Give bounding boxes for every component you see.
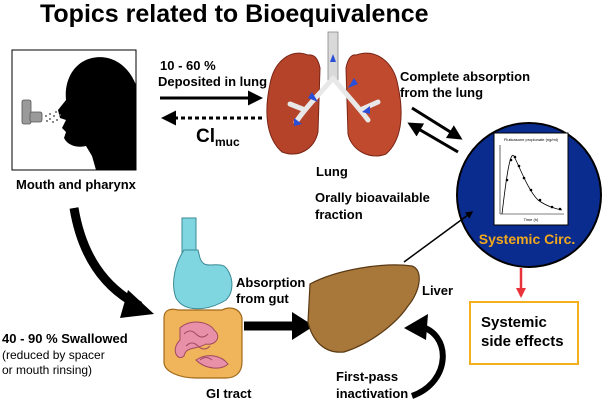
mouth-label: Mouth and pharynx	[16, 177, 137, 192]
liver-shape	[307, 264, 420, 353]
lung-deposit-label: Deposited in lung	[158, 74, 267, 89]
plot-title: Fluticasone propionate (ng/ml)	[504, 137, 559, 142]
lung-absorption-line2: from the lung	[400, 85, 483, 100]
lungs-illustration	[266, 31, 402, 157]
gut-absorption-line1: Absorption	[236, 275, 305, 290]
inhaler-icon	[21, 99, 43, 125]
first-pass-line2: inactivation	[336, 386, 408, 401]
intestine-loops	[183, 330, 213, 361]
first-pass-arrow	[410, 323, 446, 399]
clearance-label: Clmuc	[196, 126, 240, 149]
first-pass-arrow-head	[404, 314, 428, 340]
swallowed-note-line2: or mouth rinsing)	[2, 363, 92, 377]
clearance-subscript: muc	[215, 135, 240, 149]
lung-label: Lung	[316, 164, 348, 179]
absorption-arrow-to-lung	[407, 122, 459, 154]
oral-fraction-line1: Orally bioavailable	[315, 190, 430, 205]
liver-label: Liver	[422, 283, 453, 298]
swallow-arrow-head	[120, 290, 154, 318]
head-silhouette-icon	[58, 57, 136, 170]
gut-absorption-line2: from gut	[236, 291, 289, 306]
plot-points	[505, 155, 562, 211]
swallow-arrow	[69, 207, 143, 311]
absorption-arrow-to-circulation	[411, 106, 463, 140]
plot-xlabel: Time (h)	[524, 217, 539, 222]
aerosol-spray-icon	[45, 111, 61, 123]
small-intestine	[174, 321, 229, 369]
systemic-circulation: Fluticasone propionate (ng/ml) Time (h) …	[456, 122, 602, 268]
first-pass-line1: First-pass	[336, 369, 398, 384]
side-effects-line1: Systemic	[481, 314, 547, 331]
plot-axes	[499, 145, 564, 215]
esophagus	[181, 217, 197, 255]
gut-to-liver-arrow-head	[292, 312, 314, 340]
gi-tract-label: GI tract	[206, 386, 252, 401]
side-effects-line2: side effects	[481, 333, 564, 350]
gi-tract-illustration	[163, 217, 243, 379]
page-title: Topics related to Bioequivalence	[40, 0, 429, 28]
mouth-figure	[11, 49, 137, 171]
plot-curve	[501, 154, 563, 215]
oral-fraction-arrow	[403, 211, 474, 263]
particle-flow-arrows	[294, 54, 370, 126]
stomach	[173, 249, 233, 310]
swallowed-label: 40 - 90 % Swallowed	[2, 331, 128, 346]
lung-deposit-percent: 10 - 60 %	[160, 58, 216, 73]
lung-absorption-line1: Complete absorption	[400, 69, 530, 84]
plot-inset	[493, 132, 569, 226]
oral-fraction-line2: fraction	[315, 207, 363, 222]
swallowed-note-line1: (reduced by spacer	[2, 348, 105, 362]
side-effects-box	[469, 301, 579, 365]
systemic-label: Systemic Circ.	[479, 231, 576, 247]
